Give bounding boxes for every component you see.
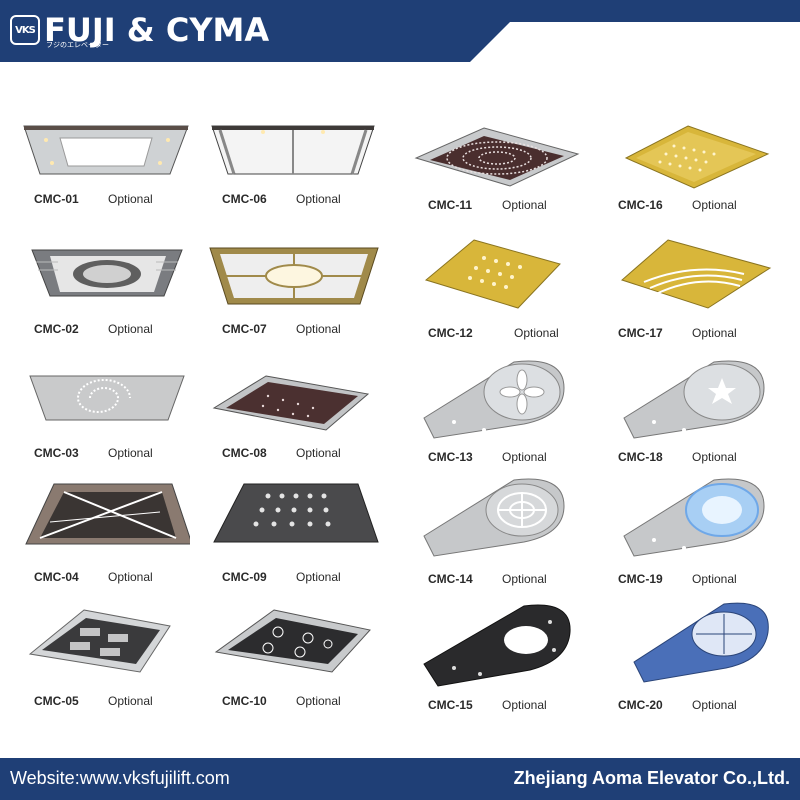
ceiling-image-cmc-18 [623, 360, 765, 439]
product-option: Optional [692, 572, 737, 586]
product-card[interactable]: CMC-01 Optional [20, 118, 200, 228]
product-card[interactable]: CMC-12 Optional [414, 238, 594, 348]
product-card[interactable]: CMC-02 Optional [20, 246, 200, 356]
product-card[interactable]: CMC-16 Optional [604, 124, 784, 234]
product-code: CMC-08 [222, 446, 267, 460]
product-card[interactable]: CMC-06 Optional [208, 118, 388, 228]
product-option: Optional [296, 694, 341, 708]
product-code: CMC-16 [618, 198, 663, 212]
product-card[interactable]: CMC-18 Optional [604, 358, 784, 468]
product-card[interactable]: CMC-14 Optional [414, 476, 594, 586]
product-card[interactable]: CMC-20 Optional [604, 598, 784, 712]
header-banner: VKS FUJI & CYMA フジのエレベーター [0, 0, 800, 62]
ceiling-image-cmc-10 [214, 609, 371, 673]
product-option: Optional [108, 694, 153, 708]
product-code: CMC-15 [428, 698, 473, 712]
product-code: CMC-14 [428, 572, 473, 586]
ceiling-image-cmc-02 [31, 249, 183, 297]
ceiling-image-cmc-08 [212, 375, 370, 431]
vks-logo-mark: VKS [10, 15, 40, 45]
product-card[interactable]: CMC-13 Optional [414, 358, 594, 468]
product-code: CMC-20 [618, 698, 663, 712]
product-card[interactable]: CMC-10 Optional [208, 608, 388, 718]
ceiling-image-cmc-15 [423, 604, 571, 687]
brand-subtitle: フジのエレベーター [46, 41, 109, 49]
product-card[interactable]: CMC-03 Optional [20, 372, 200, 482]
product-code: CMC-11 [428, 198, 473, 212]
ceiling-image-cmc-11 [414, 127, 580, 187]
product-code: CMC-03 [34, 446, 79, 460]
footer-banner: Website:www.vksfujilift.com Zhejiang Aom… [0, 758, 800, 800]
product-option: Optional [692, 198, 737, 212]
product-code: CMC-07 [222, 322, 267, 336]
product-option: Optional [296, 192, 341, 206]
product-option: Optional [108, 446, 153, 460]
header-diagonal-cut [470, 22, 800, 62]
product-option: Optional [108, 192, 153, 206]
product-option: Optional [502, 198, 547, 212]
ceiling-image-cmc-20 [633, 602, 769, 683]
ceiling-image-cmc-09 [213, 483, 379, 543]
ceiling-image-cmc-07 [209, 247, 379, 305]
ceiling-image-cmc-06 [211, 125, 375, 175]
brand-logo: VKS FUJI & CYMA [10, 10, 269, 50]
product-card[interactable]: CMC-17 Optional [604, 238, 784, 348]
product-card[interactable]: CMC-05 Optional [20, 608, 200, 718]
product-code: CMC-09 [222, 570, 267, 584]
product-option: Optional [296, 322, 341, 336]
product-option: Optional [502, 450, 547, 464]
product-code: CMC-04 [34, 570, 79, 584]
product-code: CMC-18 [618, 450, 663, 464]
product-code: CMC-05 [34, 694, 79, 708]
product-code: CMC-02 [34, 322, 79, 336]
product-code: CMC-01 [34, 192, 79, 206]
website-link[interactable]: Website:www.vksfujilift.com [10, 768, 230, 788]
ceiling-image-cmc-12 [424, 239, 561, 309]
product-code: CMC-13 [428, 450, 473, 464]
product-card[interactable]: CMC-04 Optional [20, 482, 200, 592]
company-name: Zhejiang Aoma Elevator Co.,Ltd. [513, 768, 790, 788]
product-card[interactable]: CMC-08 Optional [208, 372, 388, 482]
product-option: Optional [692, 326, 737, 340]
ceiling-image-cmc-19 [623, 478, 765, 557]
brand-name: FUJI & CYMA [44, 11, 270, 49]
ceiling-image-cmc-14 [423, 478, 565, 557]
product-code: CMC-19 [618, 572, 663, 586]
product-code: CMC-12 [428, 326, 473, 340]
product-option: Optional [502, 572, 547, 586]
ceiling-image-cmc-13 [423, 360, 565, 439]
product-card[interactable]: CMC-15 Optional [414, 604, 594, 714]
ceiling-image-cmc-03 [29, 375, 185, 421]
product-code: CMC-17 [618, 326, 663, 340]
product-option: Optional [296, 446, 341, 460]
ceiling-image-cmc-05 [28, 609, 171, 673]
product-card[interactable]: CMC-19 Optional [604, 476, 784, 586]
ceiling-image-cmc-04 [25, 483, 190, 545]
ceiling-image-cmc-01 [23, 125, 189, 175]
ceiling-image-cmc-16 [624, 125, 770, 189]
product-option: Optional [108, 570, 153, 584]
product-option: Optional [296, 570, 341, 584]
product-code: CMC-06 [222, 192, 267, 206]
product-card[interactable]: CMC-07 Optional [208, 246, 388, 356]
product-card[interactable]: CMC-09 Optional [208, 482, 388, 592]
product-card[interactable]: CMC-11 Optional [414, 124, 594, 234]
product-option: Optional [108, 322, 153, 336]
product-code: CMC-10 [222, 694, 267, 708]
ceiling-image-cmc-17 [621, 239, 772, 309]
product-option: Optional [514, 326, 559, 340]
product-option: Optional [502, 698, 547, 712]
product-option: Optional [692, 698, 737, 712]
product-option: Optional [692, 450, 737, 464]
